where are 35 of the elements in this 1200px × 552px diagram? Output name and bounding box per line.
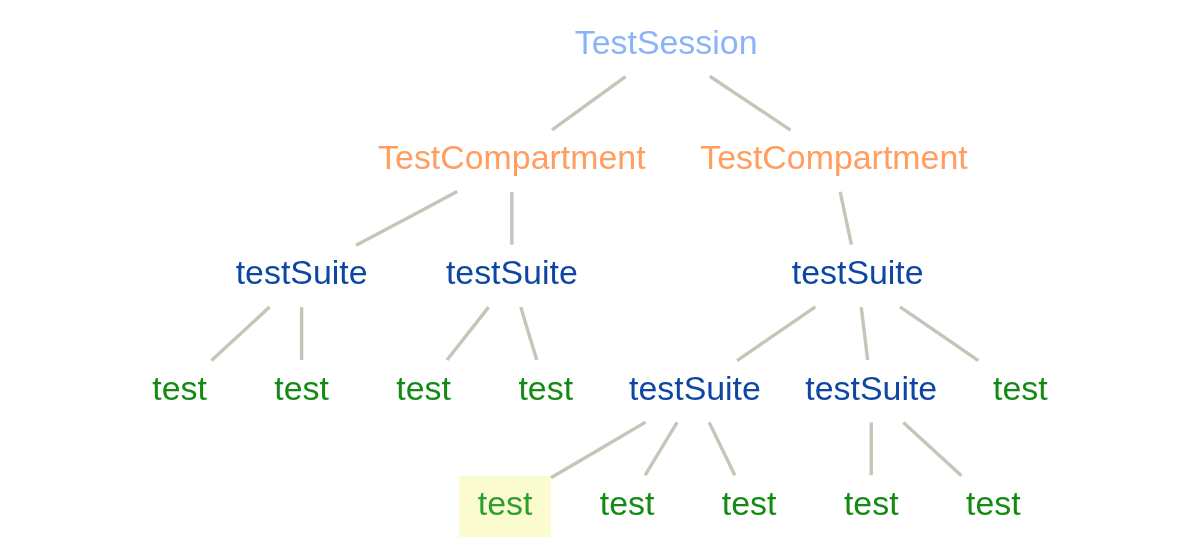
connector xyxy=(210,305,271,362)
connector xyxy=(899,305,980,363)
node-text: TestSession xyxy=(574,22,758,61)
connector xyxy=(519,306,539,361)
connector xyxy=(707,421,737,477)
node-text: TestCompartment xyxy=(700,138,968,177)
node-text: test xyxy=(966,484,1021,523)
connector xyxy=(838,191,854,246)
connector xyxy=(550,420,647,480)
node-text: test xyxy=(518,368,574,407)
node-text: test xyxy=(396,368,451,407)
node-text: test xyxy=(993,368,1048,407)
connector xyxy=(510,191,514,245)
connector xyxy=(445,306,490,362)
node-text: test xyxy=(599,484,655,523)
node-text: testSuite xyxy=(235,253,368,292)
node-text: testSuite xyxy=(805,368,938,407)
connector xyxy=(736,305,817,363)
connector xyxy=(299,307,304,360)
node-text: testSuite xyxy=(445,253,578,292)
connector xyxy=(902,421,963,477)
connector xyxy=(551,75,627,132)
node-text: testSuite xyxy=(629,368,761,407)
node-text: test xyxy=(152,368,207,407)
node-text: TestCompartment xyxy=(378,138,646,177)
node-box: test xyxy=(459,476,551,538)
node-text: test xyxy=(721,484,777,523)
node-text: testSuite xyxy=(791,253,924,292)
node-text: test xyxy=(274,368,329,407)
connector xyxy=(643,421,679,477)
connector xyxy=(859,306,870,361)
node-text: test xyxy=(843,484,899,523)
connector xyxy=(708,74,792,132)
connector xyxy=(869,422,873,476)
connector xyxy=(355,190,458,247)
